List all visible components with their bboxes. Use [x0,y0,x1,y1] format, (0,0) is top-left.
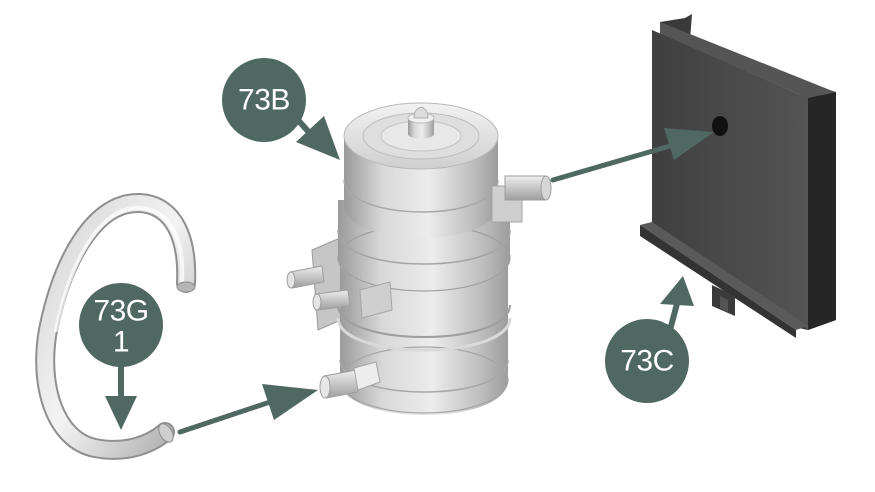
arrow-pipe-to-inlet [177,384,318,435]
arrow-73b-pointer [295,116,340,160]
label-73c-text: 73C [620,345,674,378]
label-73g-badge: 73G 1 [79,283,163,367]
panel-73c [640,14,836,338]
arrow-73g-pointer [105,365,137,430]
arrow-to-panel-hole [550,128,714,183]
label-73g-quantity: 1 [113,326,129,359]
label-73b-text: 73B [238,84,290,117]
label-73b-badge: 73B [222,58,306,142]
arrow-73c-pointer [660,276,694,333]
label-73g-text: 73G [93,295,148,328]
pipe-73g [35,193,197,460]
canister-73b [286,102,552,415]
label-73c-badge: 73C [605,319,689,403]
